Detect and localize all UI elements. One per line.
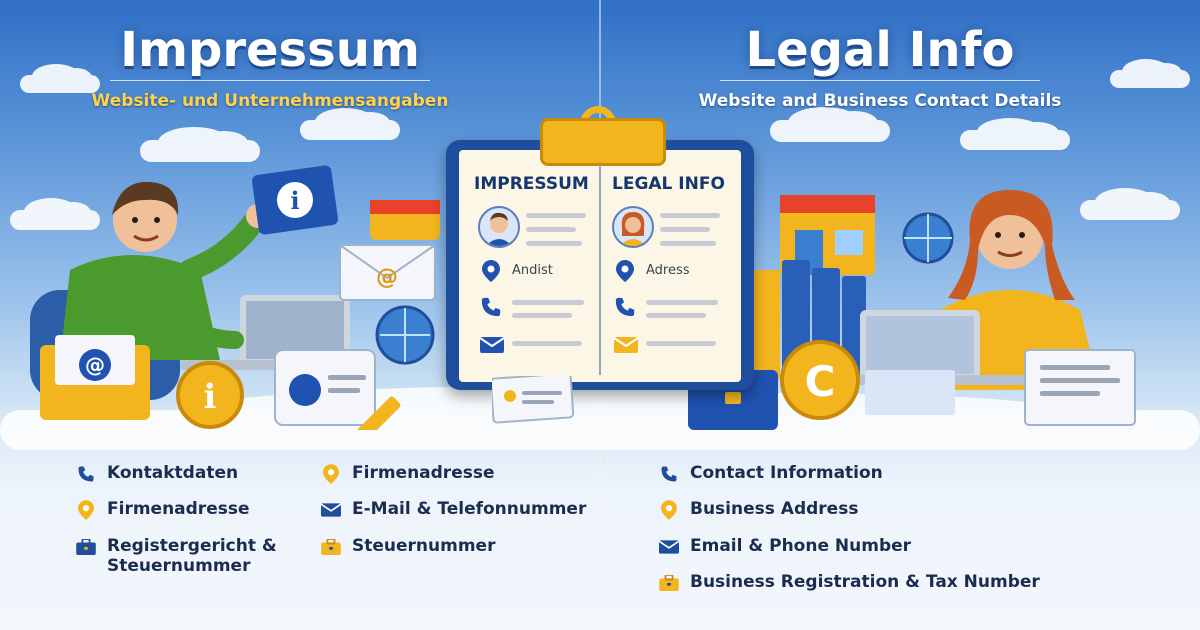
left-list-item-contact: Kontaktdaten <box>75 463 238 484</box>
clipboard-clip <box>540 118 666 166</box>
list-item-label: E-Mail & Telefonnummer <box>352 499 587 519</box>
text-line <box>660 227 710 232</box>
text-line <box>512 341 582 346</box>
text-line <box>526 227 576 232</box>
right-list-item-contact: Contact Information <box>658 463 883 484</box>
cloud <box>770 106 890 142</box>
list-item-label: Steuernummer <box>352 536 496 556</box>
location-pin-icon <box>320 464 342 484</box>
left-title: Impressum <box>120 22 420 78</box>
clipboard-left-address: Andist <box>512 263 553 278</box>
clipboard-left-header: IMPRESSUM <box>474 174 589 194</box>
svg-text:@: @ <box>85 353 105 377</box>
left-list-item-tax: Steuernummer <box>320 536 495 557</box>
right-list-item-address: Business Address <box>658 499 858 520</box>
cloud <box>300 108 400 140</box>
phone-icon <box>75 464 97 484</box>
text-line <box>660 241 716 246</box>
svg-text:C: C <box>805 357 836 406</box>
cloud <box>140 126 260 162</box>
list-item-label: Email & Phone Number <box>690 536 912 556</box>
svg-text:@: @ <box>376 265 398 290</box>
phone-icon <box>658 464 680 484</box>
text-line <box>512 313 572 318</box>
address-card-illustration <box>492 376 575 424</box>
list-item-label: Firmenadresse <box>352 463 495 483</box>
list-item-label: Registergericht & Steuernummer <box>107 536 277 576</box>
left-title-rule <box>110 80 430 81</box>
envelope-icon <box>658 537 680 557</box>
man-at-laptop-illustration: i @ @ i <box>30 165 440 430</box>
text-line <box>526 241 582 246</box>
cloud <box>20 64 100 93</box>
cloud <box>1110 59 1190 88</box>
svg-text:i: i <box>204 377 217 417</box>
avatar-woman <box>612 206 654 248</box>
envelope-icon <box>480 337 504 353</box>
list-item-label: Business Registration & Tax Number <box>690 572 1040 592</box>
list-item-label: Contact Information <box>690 463 883 483</box>
cloud <box>960 118 1070 150</box>
right-list-item-registration: Business Registration & Tax Number <box>658 572 1040 593</box>
briefcase-icon <box>75 537 97 557</box>
right-subtitle: Website and Business Contact Details <box>698 91 1062 111</box>
right-title: Legal Info <box>745 22 1015 78</box>
cloud <box>1080 188 1180 220</box>
phone-icon <box>481 297 501 317</box>
svg-text:i: i <box>290 186 299 215</box>
location-pin-icon <box>616 260 634 282</box>
left-list-item-address: Firmenadresse <box>75 499 250 520</box>
text-line <box>512 300 584 305</box>
cloud <box>10 198 100 230</box>
clipboard-right-address: Adress <box>646 263 690 278</box>
phone-icon <box>615 297 635 317</box>
left-list-item-email: E-Mail & Telefonnummer <box>320 499 586 520</box>
list-item-label: Kontaktdaten <box>107 463 239 483</box>
right-list-item-email: Email & Phone Number <box>658 536 911 557</box>
location-pin-icon <box>482 260 500 282</box>
text-line <box>646 313 706 318</box>
list-item-label: Firmenadresse <box>107 499 250 519</box>
left-list-item-register: Registergericht & Steuernummer <box>75 536 305 576</box>
clipboard-column-divider <box>599 165 601 375</box>
clipboard-right-header: LEGAL INFO <box>612 174 725 194</box>
text-line <box>646 341 716 346</box>
briefcase-icon <box>320 537 342 557</box>
text-line <box>646 300 718 305</box>
left-list-item-address-2: Firmenadresse <box>320 463 495 484</box>
briefcase-icon <box>658 573 680 593</box>
location-pin-icon <box>75 500 97 520</box>
text-line <box>526 213 586 218</box>
left-subtitle: Website- und Unternehmensangaben <box>91 91 449 111</box>
envelope-icon <box>614 337 638 353</box>
avatar-man <box>478 206 520 248</box>
list-item-label: Business Address <box>690 499 859 519</box>
envelope-icon <box>320 500 342 520</box>
location-pin-icon <box>658 500 680 520</box>
woman-at-laptop-illustration: C <box>688 190 1136 430</box>
text-line <box>660 213 720 218</box>
right-title-rule <box>720 80 1040 81</box>
